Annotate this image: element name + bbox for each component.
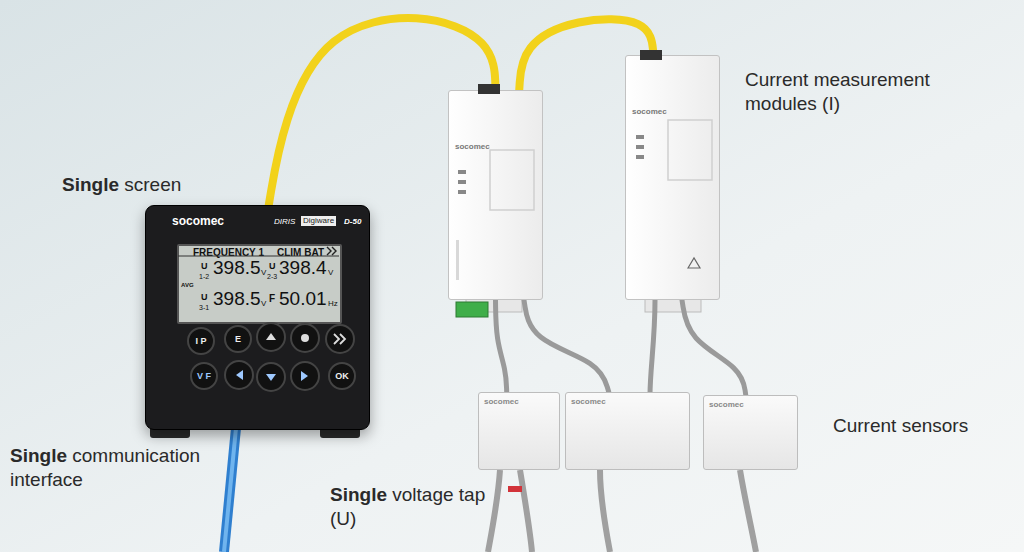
communication-cable — [224, 428, 236, 552]
brand-text: socomec — [455, 143, 490, 151]
button-label: E — [235, 335, 241, 344]
enter-symbol — [301, 334, 309, 342]
lcd-reading: V — [261, 269, 266, 277]
display-unit: socomec DIRIS Digiware D-50FREQUENCY 1 CLIM … — [145, 205, 370, 430]
lcd-reading: CLIM BAT — [277, 248, 324, 258]
module-window — [668, 120, 712, 180]
lcd-reading: 50.01 — [279, 289, 327, 308]
callout-group: Current measurement modules (I) — [745, 68, 970, 117]
lcd-reading: 1-2 — [199, 273, 209, 280]
lcd-reading: U — [269, 262, 276, 271]
rj45-socket — [478, 84, 500, 94]
keypad-button: E — [224, 325, 252, 353]
brand-text: DIRIS — [274, 218, 295, 226]
callout-label: Current measurement modules (I) — [745, 69, 930, 114]
callout-label: Single — [62, 174, 119, 195]
left-symbol — [236, 370, 243, 380]
callout-group: Single voltage tap (U) — [330, 483, 492, 532]
brand-text: socomec — [484, 398, 519, 406]
brand-text: D-50 — [344, 218, 361, 226]
up-symbol — [266, 333, 276, 340]
next-symbol — [334, 334, 345, 344]
right-button — [291, 362, 319, 390]
right-symbol — [301, 371, 308, 381]
down-symbol — [266, 374, 276, 381]
sensor-wire — [650, 300, 655, 395]
sensor-wire — [524, 300, 609, 392]
lcd-separator — [178, 256, 339, 257]
power-wire — [600, 470, 610, 552]
module-window — [490, 150, 534, 210]
callout-group: Current sensors — [833, 414, 1023, 438]
button-label: OK — [335, 372, 349, 381]
callout-label: Current sensors — [833, 415, 968, 436]
status-led — [636, 145, 644, 149]
status-led — [458, 180, 466, 184]
measurement-module: socomec — [448, 90, 543, 300]
brand-text: socomec — [709, 401, 744, 409]
brand-text: socomec — [172, 215, 224, 227]
lcd-reading: 2-3 — [267, 273, 277, 280]
lcd-reading: V — [261, 300, 266, 308]
status-led — [636, 135, 644, 139]
callout-label: screen — [124, 174, 181, 195]
cable-tie — [508, 486, 522, 492]
next-symbol — [327, 247, 336, 255]
power-wire — [520, 470, 532, 552]
lcd-reading: 398.5 — [213, 289, 261, 308]
brand-text: socomec — [632, 108, 667, 116]
lcd-reading: 398.4 — [279, 258, 327, 277]
rj45-socket — [640, 50, 662, 60]
down-button — [257, 363, 285, 391]
current-sensor: socomec — [565, 392, 690, 470]
lcd-reading: V — [328, 269, 333, 277]
lcd-reading: AVG — [181, 282, 194, 288]
button-label: V F — [197, 372, 211, 381]
keypad-button: I P — [187, 327, 215, 355]
voltage-connector — [456, 302, 488, 317]
brand-text: socomec — [571, 398, 606, 406]
keypad-button: V F — [190, 362, 218, 390]
current-sensor: socomec — [478, 392, 560, 470]
callout-label: Single — [330, 484, 387, 505]
left-button — [225, 361, 253, 389]
measurement-module: socomec — [625, 55, 720, 300]
callout-group: Single screen — [62, 173, 262, 197]
lcd-screen: FREQUENCY 1CLIM BATAVGU1-2398.5VU2-3398.… — [177, 244, 342, 324]
current-sensor: socomec — [703, 395, 798, 470]
cable-highlight — [224, 428, 236, 552]
enter-button — [291, 324, 319, 352]
lcd-reading: U — [201, 262, 208, 271]
power-wire — [488, 470, 500, 552]
sensor-wire — [682, 300, 746, 395]
status-led — [458, 170, 466, 174]
callout-label: Single — [10, 445, 67, 466]
callout-group: Single communication interface — [10, 444, 238, 493]
up-button — [257, 323, 285, 351]
brand-text: Digiware — [301, 216, 336, 226]
lcd-reading: FREQUENCY 1 — [193, 248, 264, 258]
button-label: I P — [195, 337, 206, 346]
sensor-wire — [496, 300, 507, 392]
lcd-reading: 398.5 — [213, 258, 261, 277]
module-edge — [456, 240, 459, 280]
status-led — [458, 190, 466, 194]
lcd-reading: F — [269, 294, 275, 304]
lcd-reading: Hz — [328, 300, 338, 308]
power-wire — [740, 470, 756, 552]
lcd-reading: 3-1 — [199, 304, 209, 311]
lcd-reading: U — [201, 293, 208, 302]
next-button — [326, 325, 354, 353]
status-led — [636, 155, 644, 159]
keypad-button: OK — [328, 362, 356, 390]
warning-symbol — [688, 258, 700, 268]
